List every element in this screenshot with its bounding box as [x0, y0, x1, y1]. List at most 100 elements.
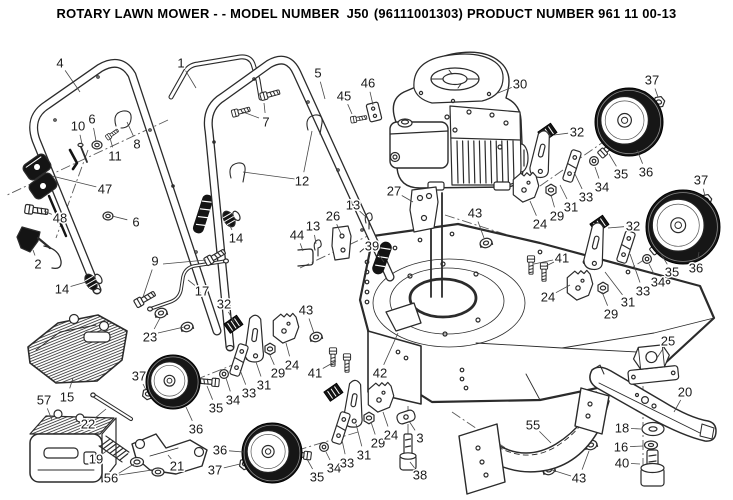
leader-line	[118, 463, 135, 474]
leader-line	[539, 431, 552, 444]
part-number-label: 6	[132, 215, 139, 230]
part-number-label: 14	[229, 231, 243, 246]
leader-line	[64, 70, 81, 93]
leader-line	[555, 284, 571, 294]
part-number-label: 29	[271, 366, 285, 381]
lower-handle	[203, 55, 395, 352]
blade-washer-16	[643, 440, 659, 450]
part-number-label: 44	[290, 228, 304, 243]
part-number-label: 45	[337, 89, 351, 104]
wheel-front-left	[145, 354, 201, 410]
leader-line	[341, 439, 346, 455]
washer-14-right	[222, 210, 241, 228]
part-number-label: 39	[365, 239, 379, 254]
mulch-plug	[29, 409, 117, 483]
washer-14-left	[84, 273, 103, 291]
part-number-label: 33	[636, 284, 650, 299]
part-number-label: 26	[326, 209, 340, 224]
pin-10	[80, 146, 88, 163]
part-number-label: 20	[678, 385, 692, 400]
leader-line	[604, 271, 623, 296]
leader-line	[185, 406, 193, 421]
leader-line	[126, 121, 134, 136]
leader-line	[142, 383, 147, 391]
leader-line	[336, 224, 342, 235]
part-number-label: 37	[645, 73, 659, 88]
part-number-label: 31	[621, 295, 635, 310]
leader-line	[383, 332, 399, 365]
discharge-guard	[27, 313, 128, 384]
deflector-skirt	[458, 387, 610, 495]
part-number-label: 8	[133, 137, 140, 152]
blade-washer-18	[641, 421, 665, 437]
part-number-label: 24	[285, 358, 299, 373]
wheel-front-right	[594, 87, 664, 157]
title-product-number: PRODUCT NUMBER 961 11 00-13	[466, 6, 677, 21]
leader-line	[319, 81, 326, 100]
leader-line	[102, 448, 110, 454]
leader-line	[51, 175, 97, 188]
leader-line	[69, 377, 74, 389]
leader-line	[608, 153, 617, 167]
leader-line	[118, 469, 153, 476]
part-number-label: 36	[213, 443, 227, 458]
pin-13a	[364, 212, 373, 230]
leader-line	[594, 166, 600, 179]
leader-line	[299, 243, 304, 252]
deck-flap-42	[385, 302, 422, 332]
part-number-label: 47	[98, 182, 112, 197]
leader-line	[308, 318, 315, 334]
leader-line	[93, 127, 97, 142]
part-number-label: 35	[209, 401, 223, 416]
part-number-label: 25	[661, 334, 675, 349]
part-number-label: 32	[570, 125, 584, 140]
leader-line	[228, 311, 235, 323]
leader-line	[347, 104, 353, 115]
leader-line	[153, 317, 161, 330]
fasteners	[308, 236, 599, 477]
leader-line	[322, 360, 337, 369]
part-number-label: 23	[143, 330, 157, 345]
part-number-label: 34	[595, 180, 609, 195]
title-serial: (96111001303)	[373, 6, 464, 21]
part-number-label: 3	[416, 431, 423, 446]
leader-line	[630, 428, 642, 430]
part-number-label: 5	[314, 66, 321, 81]
part-number-label: 6	[88, 112, 95, 127]
leader-line	[533, 259, 554, 265]
part-number-label: 31	[357, 448, 371, 463]
part-number-label: 29	[604, 307, 618, 322]
blade-adapter	[627, 344, 680, 385]
part-number-label: 43	[468, 206, 482, 221]
clip-12b	[229, 162, 246, 183]
part-number-label: 35	[310, 470, 324, 485]
cable-clip-8	[114, 110, 132, 129]
part-number-label: 24	[541, 290, 555, 305]
clamp-44	[297, 248, 314, 267]
leader-line	[477, 221, 485, 239]
leader-line	[268, 352, 275, 365]
part-number-label: 32	[626, 219, 640, 234]
part-number-label: 33	[242, 386, 256, 401]
leader-lines	[32, 70, 706, 477]
part-number-label: 4	[56, 56, 63, 71]
bracket-26	[331, 225, 352, 261]
leader-line	[629, 253, 641, 283]
leader-line	[550, 194, 555, 208]
part-number-label: 33	[579, 190, 593, 205]
part-number-label: 9	[151, 254, 158, 269]
leader-line	[157, 326, 185, 334]
leader-line	[303, 130, 313, 173]
part-number-label: 34	[226, 393, 240, 408]
leader-line	[206, 385, 213, 400]
leader-line	[529, 200, 537, 216]
leader-line	[408, 420, 416, 431]
part-number-label: 43	[572, 471, 586, 486]
part-number-label: 43	[299, 303, 313, 318]
leader-line	[648, 263, 655, 275]
part-number-label: 2	[34, 257, 41, 272]
wheel-rear-left	[241, 422, 303, 484]
bracket-27	[409, 186, 439, 233]
